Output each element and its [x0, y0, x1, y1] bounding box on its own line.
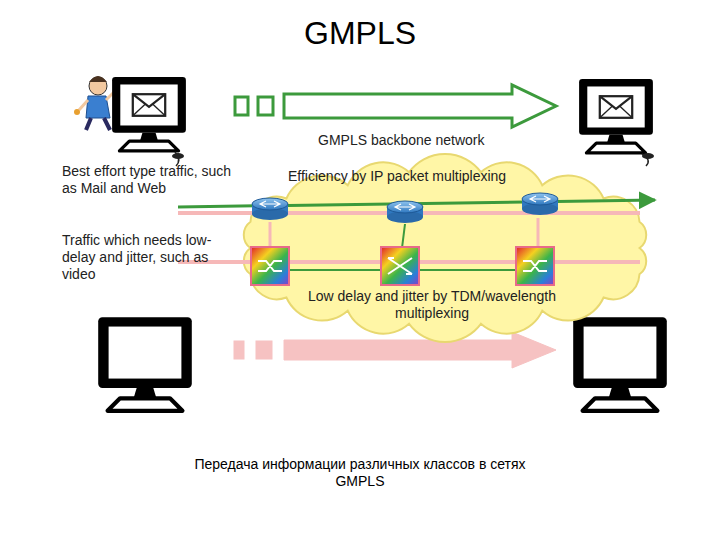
mail-computer	[600, 96, 632, 118]
ip-router	[252, 198, 288, 220]
user-figure	[89, 77, 107, 95]
mail-computer	[133, 94, 165, 116]
video-computer	[573, 317, 667, 411]
traffic-label: Traffic which needs low-delay and jitter…	[62, 232, 227, 282]
ip-router	[395, 204, 415, 210]
best-effort-arrow	[284, 85, 556, 127]
video-arrow	[284, 332, 556, 368]
video-arrow	[234, 332, 556, 368]
best-effort-arrow	[235, 97, 248, 115]
tdm-switch	[523, 261, 547, 271]
mail-computer	[579, 79, 654, 166]
tdm-switch	[516, 247, 554, 285]
mail-computer	[172, 153, 184, 159]
title: GMPLS	[0, 14, 720, 52]
mail-computer	[579, 79, 653, 153]
traffic-label: Best effort type traffic, such as Mail a…	[62, 163, 247, 197]
tdm-switch	[258, 261, 282, 271]
tdm-switch	[381, 247, 419, 285]
tdm-switch	[516, 247, 554, 285]
tdm-switch	[251, 247, 289, 285]
ip-router	[260, 201, 280, 207]
mail-computer	[112, 77, 186, 151]
tdm-traffic-line	[537, 218, 540, 248]
ip-router	[522, 193, 558, 215]
cloud-outline	[244, 154, 646, 342]
backbone-cloud: GMPLS backbone networkEfficiency by IP p…	[222, 128, 672, 343]
ip-router	[387, 201, 423, 223]
best-effort-arrow	[235, 85, 556, 127]
tdm-switch	[388, 258, 412, 274]
video-computer	[98, 317, 192, 411]
caption: Передача информации различных классов в …	[180, 456, 540, 490]
cloud-text: Low delay and jitter by TDM/wavelength m…	[302, 288, 562, 322]
cloud-text: Efficiency by IP packet multiplexing	[288, 168, 588, 185]
best-effort-arrow	[258, 97, 273, 115]
mail-computer	[642, 153, 654, 159]
cloud-heading: GMPLS backbone network	[318, 132, 578, 149]
video-computer	[98, 317, 192, 411]
user-figure	[79, 100, 88, 110]
ip-traffic-line	[178, 200, 655, 213]
ip-router	[387, 201, 423, 213]
tdm-traffic-line	[269, 222, 272, 248]
user-figure	[74, 109, 80, 115]
video-arrow	[256, 341, 272, 359]
video-computer	[573, 317, 667, 411]
tdm-switch	[251, 247, 554, 285]
ip-router	[252, 193, 558, 223]
tdm-traffic-line	[402, 224, 405, 248]
video-arrow	[234, 341, 244, 359]
mail-computer	[112, 77, 186, 166]
tdm-switch	[381, 247, 419, 285]
ip-router	[252, 198, 288, 210]
user-figure	[104, 118, 110, 130]
ip-router	[522, 193, 558, 205]
user-figure	[89, 76, 107, 82]
ip-router	[530, 196, 550, 202]
user-figure	[86, 118, 91, 130]
tdm-switch	[251, 247, 289, 285]
